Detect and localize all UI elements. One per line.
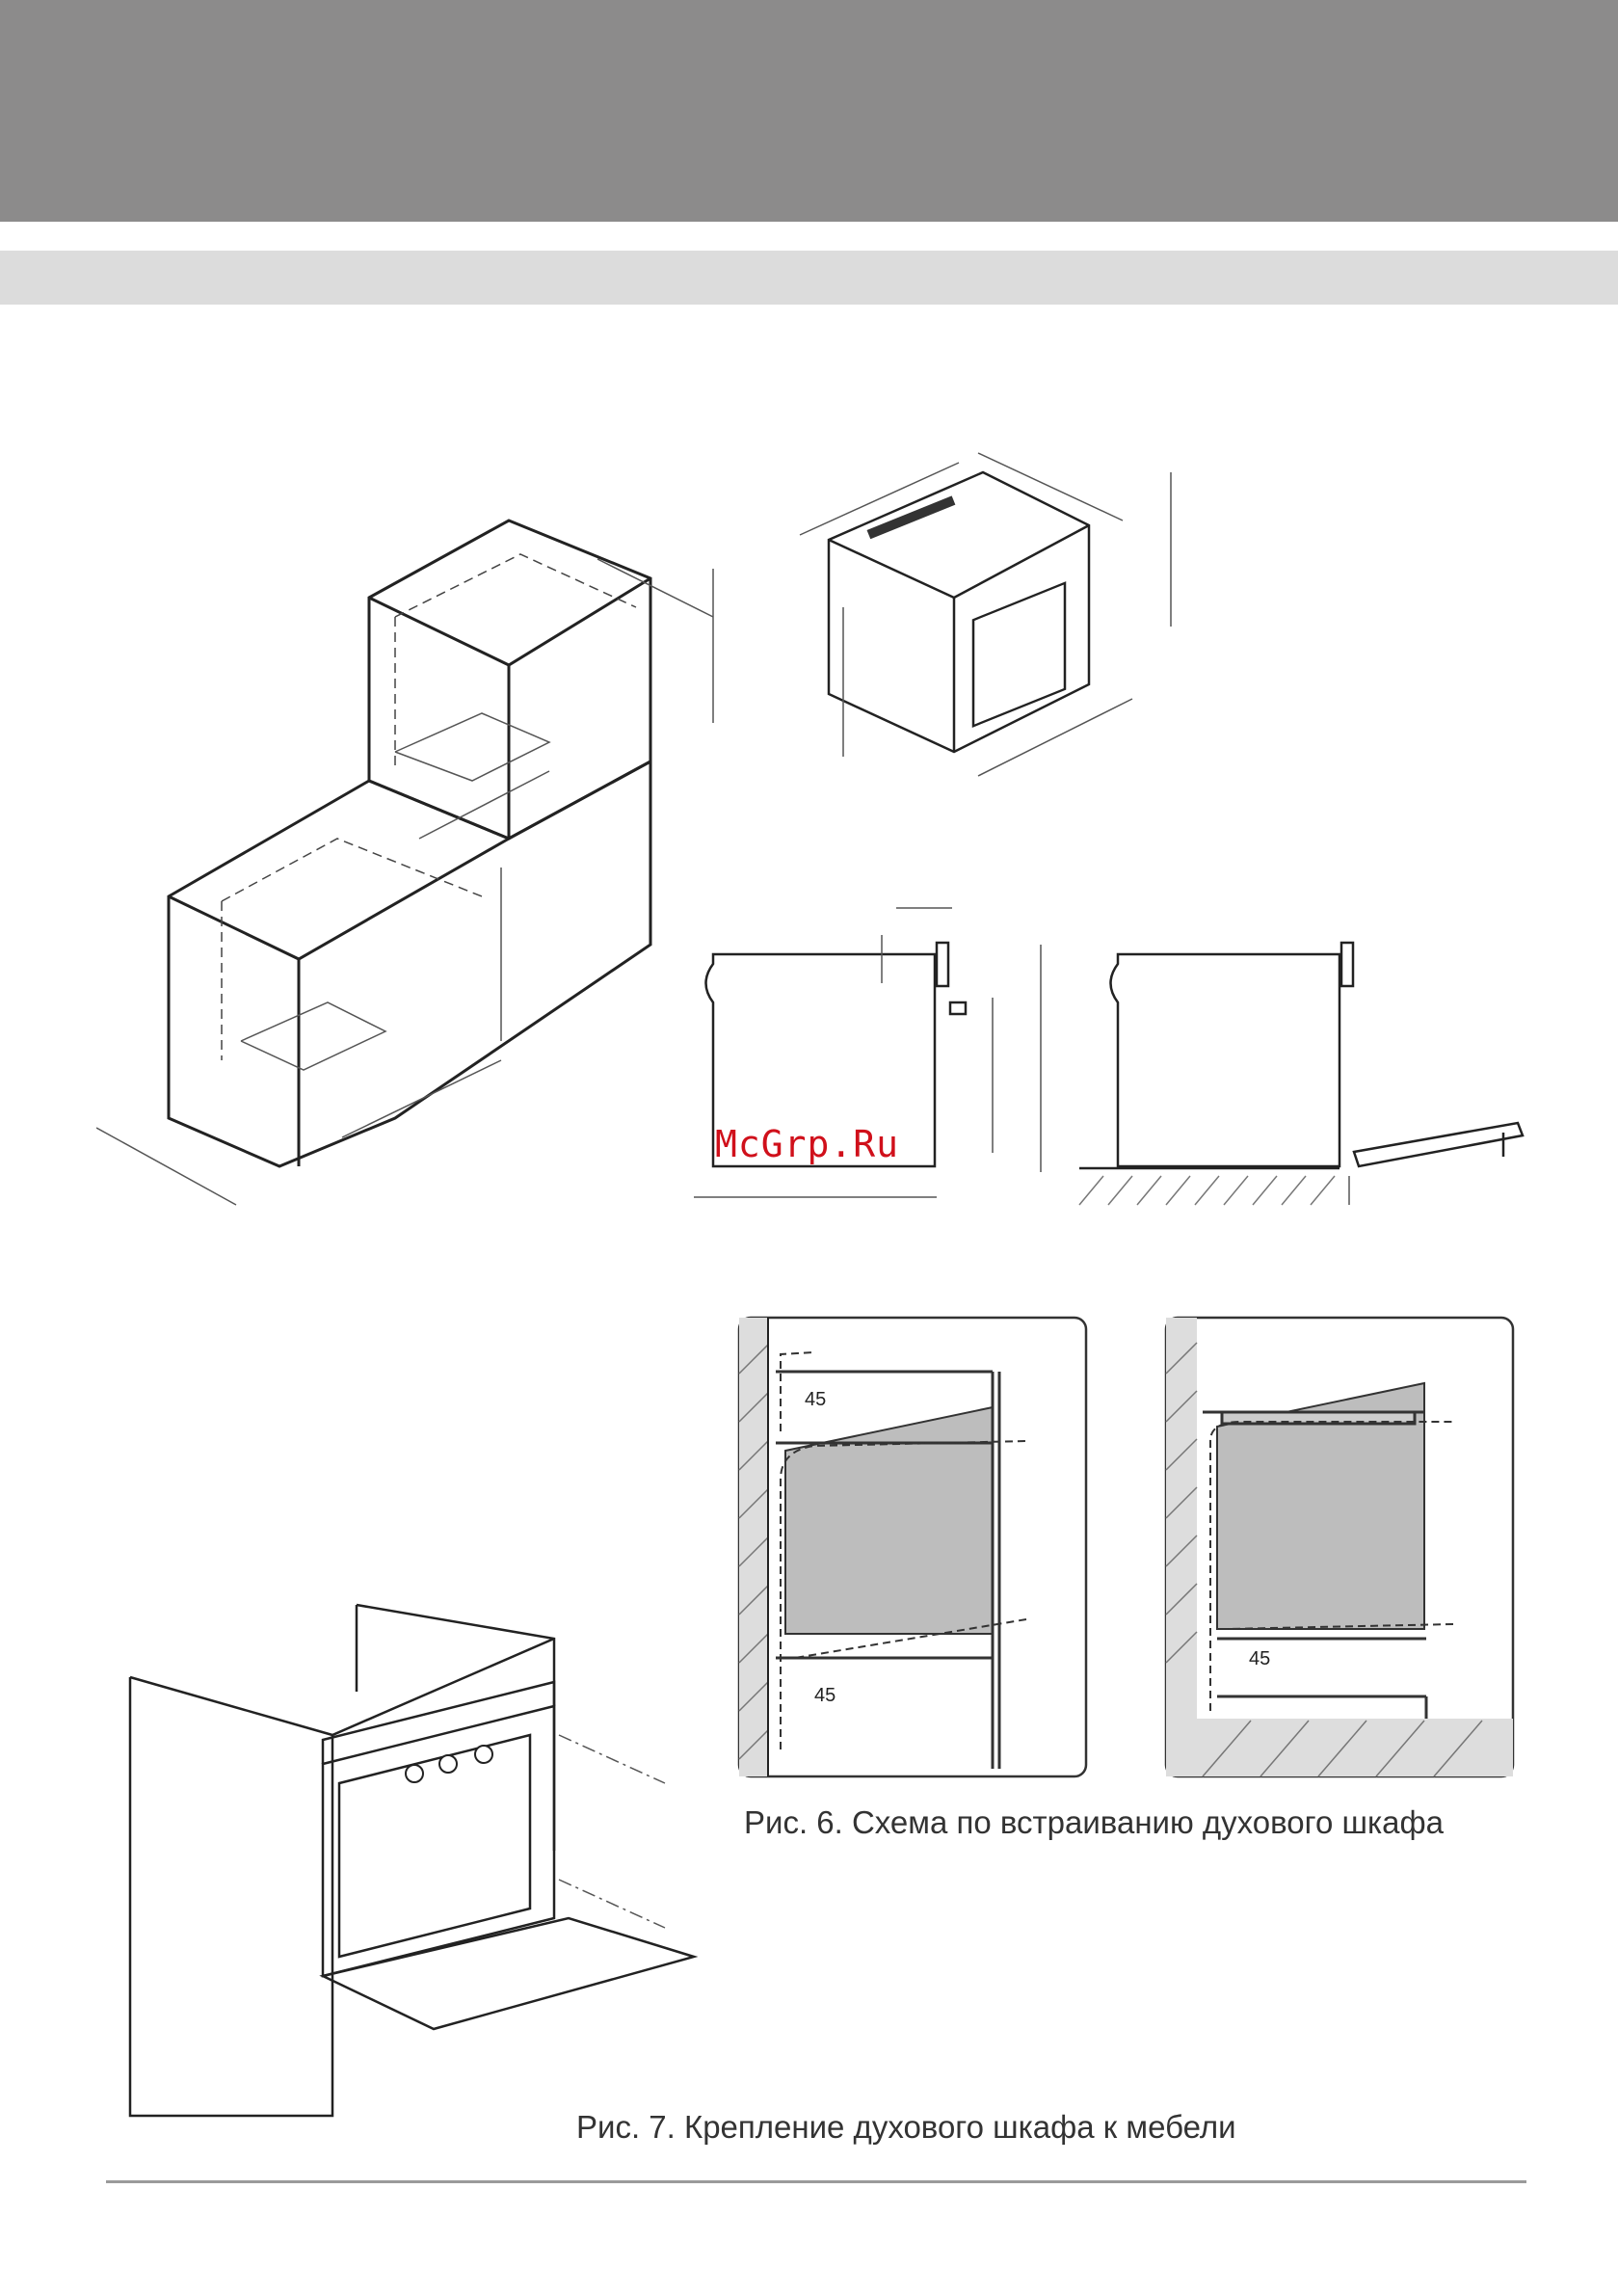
gap-label-bottom: 45: [814, 1685, 836, 1706]
installation-scheme-left: 45 45: [737, 1316, 1089, 1778]
gap-label-top: 45: [805, 1389, 826, 1410]
cabinet-niche-diagram: [96, 463, 752, 1234]
footer-rule: [106, 2180, 1526, 2183]
fig7-caption: Рис. 7. Крепление духового шкафа к мебел…: [576, 2109, 1236, 2146]
installation-scheme-right: 45: [1164, 1316, 1516, 1778]
fig6-caption: Рис. 6. Схема по встраиванию духового шк…: [744, 1804, 1444, 1841]
oven-dimensions-diagram: [790, 443, 1195, 810]
header-band: [0, 0, 1618, 222]
oven-side-profiles: [675, 887, 1561, 1215]
oven-mounting-diagram: [116, 1590, 713, 2130]
section-band: [0, 251, 1618, 305]
gap-label-right: 45: [1249, 1648, 1270, 1669]
watermark: McGrp.Ru: [715, 1123, 899, 1165]
